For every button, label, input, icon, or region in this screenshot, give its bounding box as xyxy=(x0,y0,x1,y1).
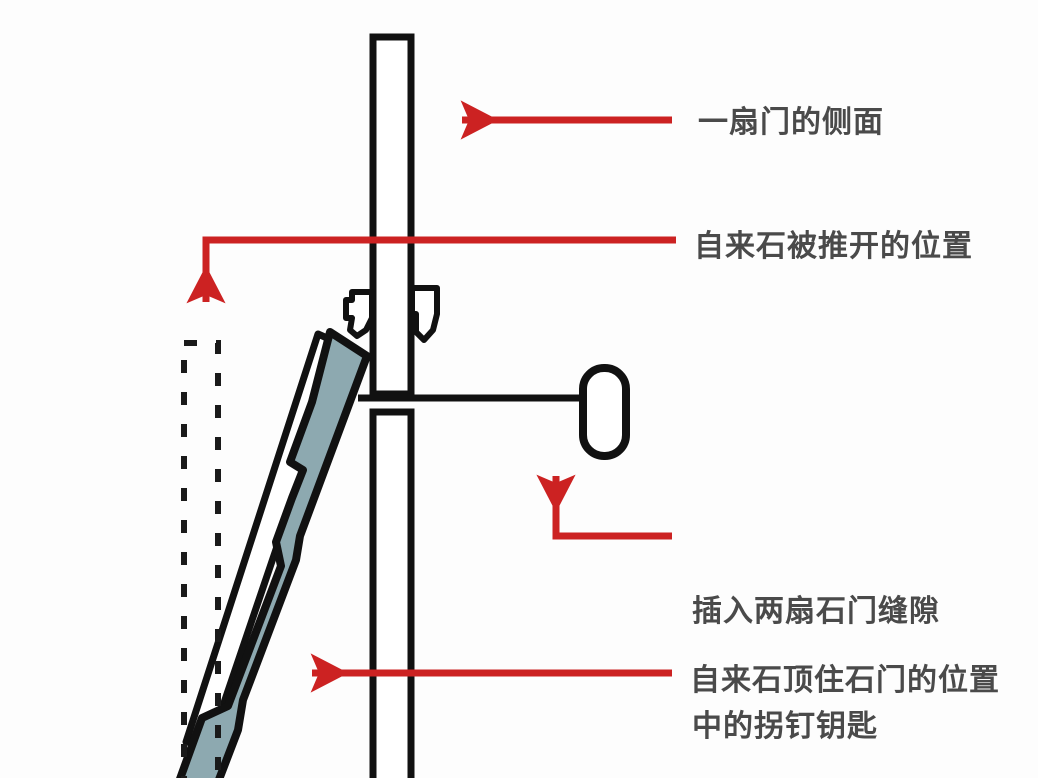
door-panel-lower xyxy=(369,408,415,778)
arrow-key xyxy=(536,474,672,540)
door-bracket-right xyxy=(409,285,440,343)
key-handle xyxy=(579,364,630,460)
label-key: 插入两扇石门缝隙 中的拐钉钥匙 xyxy=(692,516,940,778)
door-bracket-left xyxy=(343,289,375,339)
label-key-line1: 插入两扇石门缝隙 xyxy=(692,593,940,629)
label-stone-holding-door: 自来石顶住石门的位置 xyxy=(690,663,1000,698)
key-assembly xyxy=(358,364,630,460)
annotation-arrows xyxy=(186,100,676,693)
door-panel-upper xyxy=(369,33,415,398)
label-stone-pushed-open: 自来石被推开的位置 xyxy=(694,229,973,264)
label-door-side: 一扇门的侧面 xyxy=(698,105,884,140)
door-assembly xyxy=(343,33,440,778)
label-key-line2: 中的拐钉钥匙 xyxy=(692,708,878,744)
stone-ghost-outline xyxy=(181,340,221,778)
stone-slab xyxy=(176,328,371,778)
arrow-stone-pushed-open xyxy=(186,236,676,304)
stone-slab-group xyxy=(176,328,371,778)
